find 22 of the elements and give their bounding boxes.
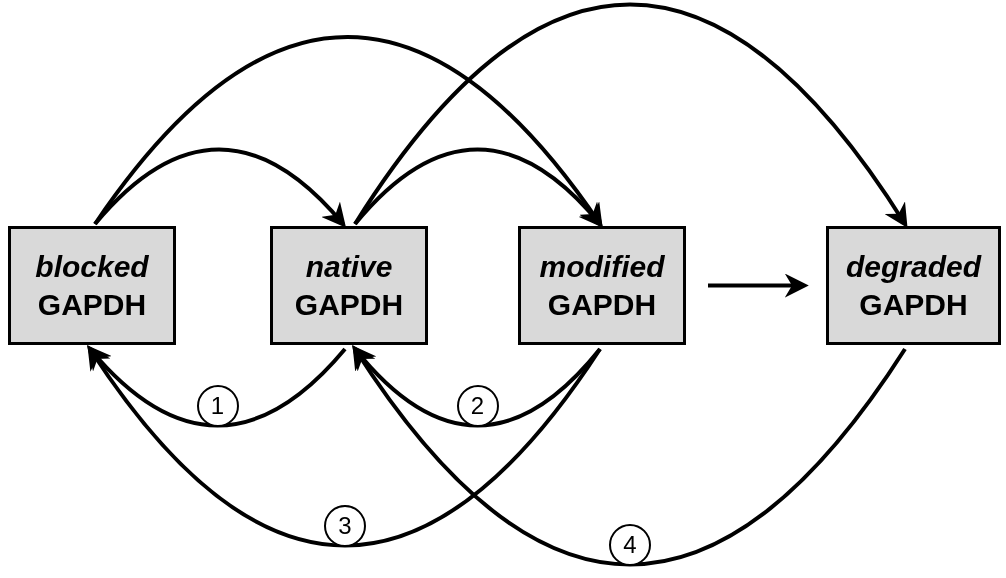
node-heading: blocked <box>35 249 149 285</box>
edge-label: 1 <box>196 384 239 427</box>
edge-label: 3 <box>324 504 366 547</box>
edge-label: 4 <box>609 523 651 566</box>
arrow <box>708 273 809 298</box>
node-label: GAPDH <box>37 286 147 323</box>
arrow <box>352 345 907 566</box>
node-heading: degraded <box>846 249 981 285</box>
arrow <box>353 3 908 228</box>
node-label: GAPDH <box>859 286 968 323</box>
state-box <box>8 226 176 345</box>
state-box <box>826 226 1001 345</box>
state-box <box>270 226 428 345</box>
state-box <box>518 226 686 345</box>
node-heading: modified <box>539 249 665 285</box>
node-label: GAPDH <box>547 286 657 323</box>
arrow <box>93 35 603 228</box>
arrow <box>87 345 602 548</box>
node-heading: native <box>305 249 393 285</box>
node-label: GAPDH <box>294 286 404 323</box>
arrow <box>86 345 347 428</box>
edge-label: 2 <box>456 384 499 427</box>
